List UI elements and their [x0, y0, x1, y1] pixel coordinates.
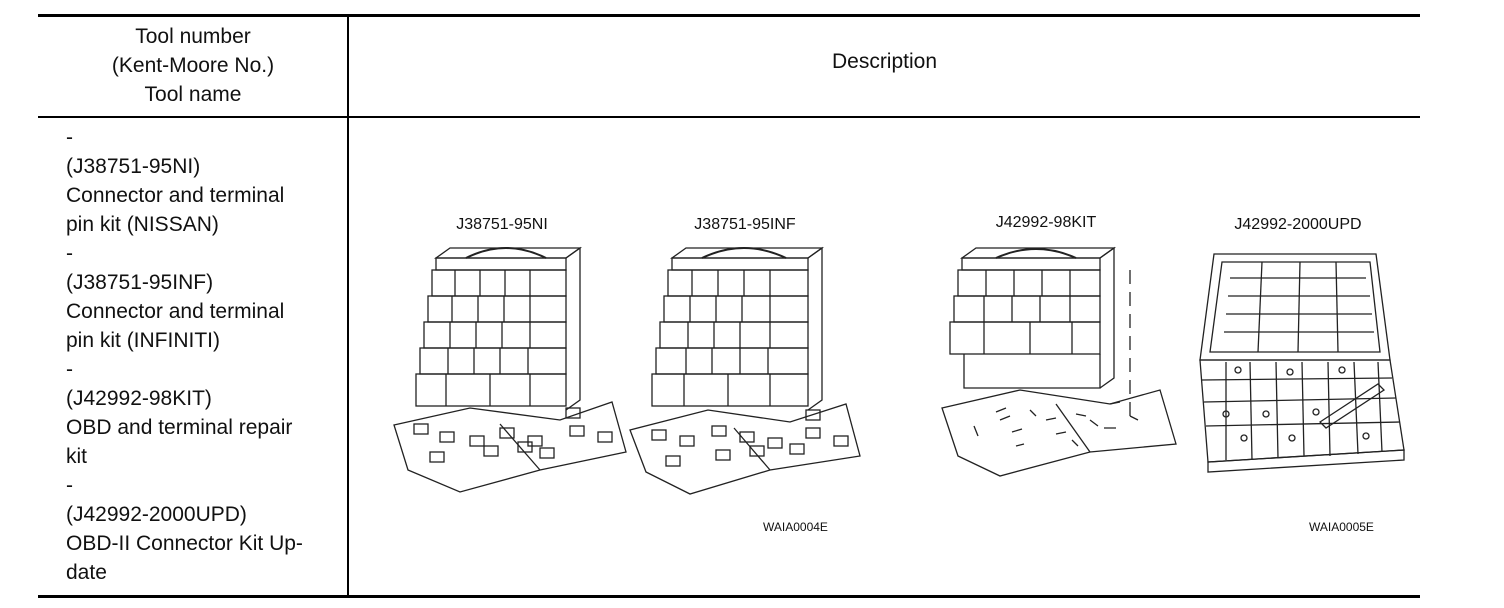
- kit-label-j38751-95inf: J38751-95INF: [694, 216, 796, 233]
- tool-line: (J38751-95INF): [66, 271, 214, 294]
- tool-list: - (J38751-95NI) Connector and terminal p…: [66, 123, 341, 587]
- kit-label-j42992-98kit: J42992-98KIT: [995, 214, 1097, 231]
- tool-line: (J38751-95NI): [66, 155, 201, 178]
- kit-label-j42992-2000upd: J42992-2000UPD: [1234, 216, 1362, 233]
- header-line-tool-number: Tool number: [135, 25, 251, 48]
- table-bottom-rule: [38, 595, 1420, 598]
- tool-line: kit: [66, 445, 87, 468]
- header-bottom-rule: [38, 116, 1420, 118]
- tool-line: pin kit (INFINITI): [66, 329, 221, 352]
- organizer-case-icon: [1199, 253, 1405, 473]
- tool-line: OBD-II Connector Kit Up-: [66, 532, 303, 555]
- open-cabinet-icon: [941, 246, 1177, 477]
- drawer-cabinet-icon: [629, 246, 861, 495]
- header-line-kent-moore: (Kent-Moore No.): [111, 54, 275, 77]
- tool-column-header: Tool number (Kent-Moore No.) Tool name: [38, 22, 348, 109]
- table-top-rule: [38, 14, 1420, 17]
- tool-line: Connector and terminal: [66, 300, 285, 323]
- tool-line: Connector and terminal: [66, 184, 285, 207]
- tool-line: date: [66, 561, 107, 584]
- column-divider: [347, 14, 349, 598]
- tool-line: (J42992-2000UPD): [66, 503, 247, 526]
- figure-code-right: WAIA0005E: [1309, 520, 1374, 534]
- tool-line: pin kit (NISSAN): [66, 213, 219, 236]
- header-line-tool-name: Tool name: [144, 83, 242, 106]
- description-column-header: Description: [831, 50, 938, 73]
- tool-line: -: [66, 242, 73, 265]
- tool-line: -: [66, 358, 73, 381]
- figure-code-left: WAIA0004E: [763, 520, 828, 534]
- tool-line: -: [66, 474, 73, 497]
- kit-label-j38751-95ni: J38751-95NI: [456, 216, 548, 233]
- tool-line: OBD and terminal repair: [66, 416, 293, 439]
- tool-line: -: [66, 126, 73, 149]
- tool-line: (J42992-98KIT): [66, 387, 212, 410]
- drawer-cabinet-icon: [393, 246, 627, 493]
